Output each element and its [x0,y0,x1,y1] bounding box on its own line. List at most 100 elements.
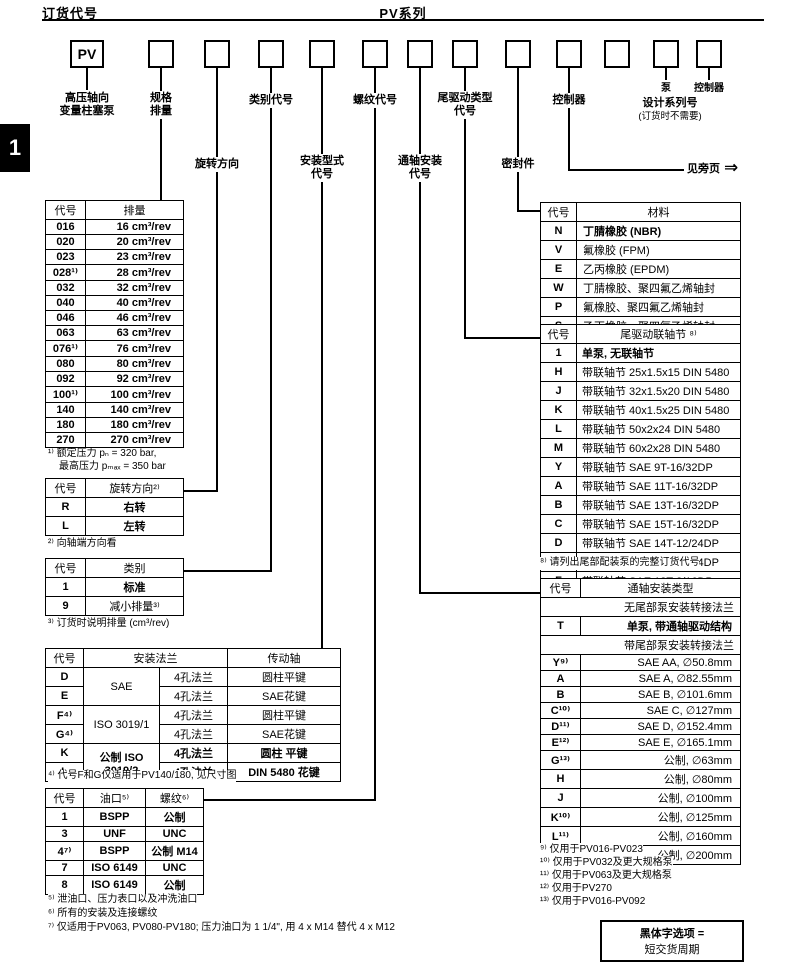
table-cell: SAE花键 [227,724,341,744]
footnote-2: ²⁾ 向轴端方向看 [48,538,117,551]
label-design-pump: 泵 [655,81,677,96]
header-row: 代号材料 [540,202,741,222]
code-box-controller-2 [604,40,630,68]
connector-line [419,68,421,594]
table-cell: 圆柱平键 [227,667,341,687]
page-title-center: PV系列 [379,6,427,21]
table-cell: 带联轴节 SAE 13T-16/32DP [576,495,741,515]
table-cell: 乙丙橡胶 (EPDM) [576,259,741,279]
header-row: 代号安装法兰传动轴 [45,648,341,668]
table-cell: 23 cm³/rev [85,249,184,265]
footnote-3: ³⁾ 订货时说明排量 (cm³/rev) [48,618,170,631]
table-cell: 公制 [145,807,204,827]
footnote-13: ¹³⁾ 仅用于PV016-PV092 [540,895,646,908]
table-cell: C [540,514,577,534]
table-cell: SAE C, ∅127mm [580,702,741,719]
connector-line [568,169,684,171]
column-header: 旋转方向²⁾ [85,478,184,498]
table-cell: 180 cm³/rev [85,417,184,433]
label-pump-type: 高压轴向 变量柱塞泵 [44,91,130,119]
column-header: 尾驱动联轴节 ⁸⁾ [576,324,741,344]
section-subheader: 带尾部泵安装转接法兰 [540,635,741,655]
footnote-10: ¹⁰⁾ 仅用于PV032及更大规格泵 [540,856,673,869]
label-thread: 螺纹代号 [345,93,405,108]
table-cell: 带联轴节 SAE 11T-16/32DP [576,476,741,496]
connector-line [183,490,218,492]
table-cell: BSPP [83,841,146,861]
table-cell: F⁴⁾ [45,705,84,725]
code-box-rotation [204,40,230,68]
table-cell: G¹³⁾ [540,750,581,770]
table-cell: R [45,497,86,517]
table-cell: 公制, ∅100mm [580,788,741,808]
code-box-rear-drive [452,40,478,68]
table-cell: 028¹⁾ [45,264,86,281]
column-header: 排量 [85,200,184,220]
connector-line [517,68,519,212]
table-cell: 标准 [85,577,184,597]
table-cell: E [45,686,84,706]
connector-line [321,68,323,649]
table-cell: 40 cm³/rev [85,295,184,311]
table-cell: 046 [45,310,86,326]
column-header: 螺纹⁶⁾ [145,788,204,808]
table-cell: J [540,381,577,401]
table-cell: 带联轴节 60x2x28 DIN 5480 [576,438,741,458]
table-cell: 1 [45,807,84,827]
table-cell: SAE AA, ∅50.8mm [580,654,741,671]
table-cell: 16 cm³/rev [85,219,184,235]
table-cell: BSPP [83,807,146,827]
table-row: 076¹⁾76 cm³/rev [45,340,184,357]
table-row: 无尾部泵安装转接法兰 [540,597,741,617]
connector-line [270,68,272,572]
column-header: 代号 [540,578,581,598]
table-cell: 公制 [145,875,204,895]
connector-line [665,68,667,80]
table-cell: A [540,476,577,496]
table-cell: SAE D, ∅152.4mm [580,718,741,735]
table-cell: 带联轴节 50x2x24 DIN 5480 [576,419,741,439]
table-cell: 单泵, 无联轴节 [576,343,741,363]
table-cell: 092 [45,371,86,387]
table-cell: C¹⁰⁾ [540,702,581,719]
table-cell: D [45,667,84,687]
table-cell: 270 [45,432,86,448]
table-cell: 带联轴节 SAE 15T-16/32DP [576,514,741,534]
column-header: 通轴安装类型 [580,578,741,598]
column-header: 传动轴 [227,648,341,668]
table-cell: 带联轴节 25x1.5x15 DIN 5480 [576,362,741,382]
table-cell: 20 cm³/rev [85,234,184,250]
table-cell: 带联轴节 32x1.5x20 DIN 5480 [576,381,741,401]
table-cell: 020 [45,234,86,250]
code-box-mounting [309,40,335,68]
table-row: 028¹⁾28 cm³/rev [45,264,184,281]
table-cell: UNC [145,826,204,842]
table-cell: H [540,362,577,382]
code-box-displacement [148,40,174,68]
table-cell: B [540,686,581,703]
table-cell: 带联轴节 SAE 14T-12/24DP [576,533,741,553]
column-header: 代号 [45,648,84,668]
table-cell: 公制 M14 [145,841,204,861]
table-row: D¹¹⁾SAE D, ∅152.4mm [540,718,741,735]
table-cell: SAE A, ∅82.55mm [580,670,741,687]
column-header: 代号 [540,324,577,344]
header-row: 代号尾驱动联轴节 ⁸⁾ [540,324,741,344]
footnote-4: ⁴⁾ 代号F和G仅适用于PV140/180, 见尺寸图 [48,770,237,783]
column-header: 油口⁵⁾ [83,788,146,808]
